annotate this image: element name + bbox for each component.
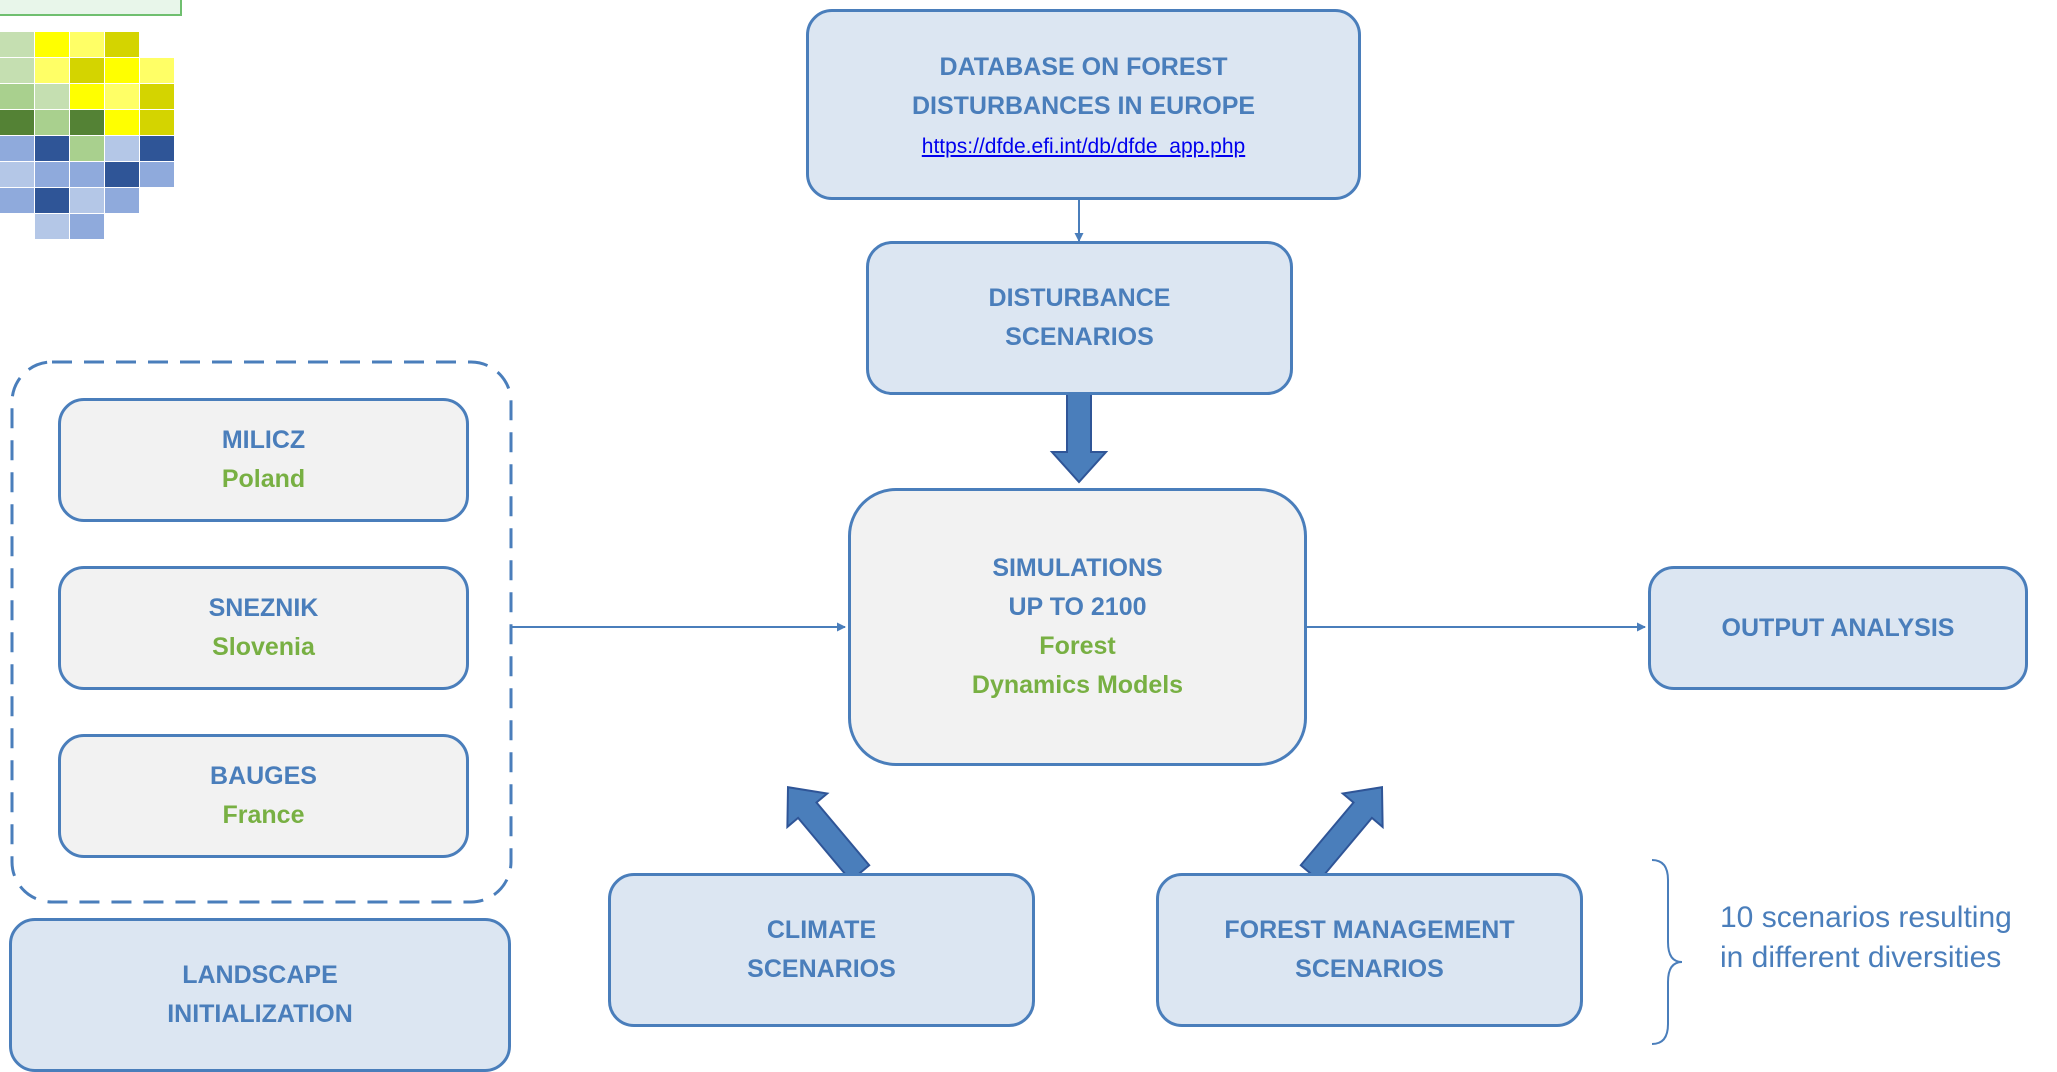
simulations-line2: UP TO 2100 xyxy=(1008,593,1147,621)
mosaic-cell xyxy=(105,136,139,161)
mosaic-cell xyxy=(105,110,139,135)
landscape-line2: INITIALIZATION xyxy=(167,1000,353,1028)
site-country: Poland xyxy=(221,465,306,493)
management-line2: SCENARIOS xyxy=(1295,955,1444,983)
management-to-simulations-arrow xyxy=(1299,786,1384,883)
mosaic-cell xyxy=(35,84,69,109)
database-url-link[interactable]: https://dfde.efi.int/db/dfde_app.php xyxy=(921,134,1246,158)
landscape-line1: LANDSCAPE xyxy=(182,961,338,989)
simulations-line4: Dynamics Models xyxy=(971,671,1184,699)
legend-box-fragment xyxy=(0,0,182,16)
site-name: SNEZNIK xyxy=(208,594,319,622)
mosaic-cell xyxy=(35,214,69,239)
mosaic-cell xyxy=(0,58,34,83)
climate-line1: CLIMATE xyxy=(766,916,877,944)
mosaic-cell xyxy=(70,110,104,135)
mosaic-cell xyxy=(35,136,69,161)
simulations-line1: SIMULATIONS xyxy=(992,554,1163,582)
climate-scenarios-box: CLIMATE SCENARIOS xyxy=(608,873,1035,1027)
mosaic-cell xyxy=(105,162,139,187)
site-box-sneznik: SNEZNIK Slovenia xyxy=(58,566,469,690)
disturbance-line2: SCENARIOS xyxy=(1005,323,1154,351)
disturbance-line1: DISTURBANCE xyxy=(988,284,1171,312)
mosaic-cell xyxy=(70,188,104,213)
mosaic-cell xyxy=(70,162,104,187)
mosaic-cell xyxy=(105,32,139,57)
management-line1: FOREST MANAGEMENT xyxy=(1224,916,1515,944)
landscape-initialization-box: LANDSCAPE INITIALIZATION xyxy=(9,918,511,1072)
output-analysis-box: OUTPUT ANALYSIS xyxy=(1648,566,2028,690)
simulations-box: SIMULATIONS UP TO 2100 Forest Dynamics M… xyxy=(848,488,1307,766)
mosaic-cell xyxy=(70,84,104,109)
mosaic-cell xyxy=(70,32,104,57)
mosaic-cell xyxy=(0,162,34,187)
mosaic-cell xyxy=(140,110,174,135)
disturbance-to-simulations-arrow xyxy=(1049,393,1109,484)
mosaic-cell xyxy=(35,162,69,187)
mosaic-cell xyxy=(0,188,34,213)
simulations-line3: Forest xyxy=(1039,632,1116,660)
scenarios-note: 10 scenarios resulting in different dive… xyxy=(1720,898,2057,978)
climate-to-simulations-arrow xyxy=(786,786,871,883)
mosaic-cell xyxy=(35,188,69,213)
database-title-line1: DATABASE ON FOREST xyxy=(939,52,1228,81)
mosaic-cell xyxy=(0,110,34,135)
mosaic-cell xyxy=(105,58,139,83)
mosaic-cell xyxy=(35,32,69,57)
mosaic-cell xyxy=(105,188,139,213)
note-line2: in different diversities xyxy=(1720,941,2002,974)
mosaic-cell xyxy=(140,58,174,83)
mosaic-cell xyxy=(0,84,34,109)
disturbance-scenarios-box: DISTURBANCE SCENARIOS xyxy=(866,241,1293,395)
mosaic-cell xyxy=(140,136,174,161)
mosaic-cell xyxy=(0,136,34,161)
mosaic-cell xyxy=(140,84,174,109)
mosaic-cell xyxy=(105,84,139,109)
forest-management-scenarios-box: FOREST MANAGEMENT SCENARIOS xyxy=(1156,873,1583,1027)
mosaic-cell xyxy=(35,58,69,83)
database-box: DATABASE ON FOREST DISTURBANCES IN EUROP… xyxy=(806,9,1361,200)
mosaic-cell xyxy=(70,214,104,239)
site-name: MILICZ xyxy=(221,426,306,454)
mosaic-cell xyxy=(140,162,174,187)
site-country: France xyxy=(222,801,305,829)
mosaic-cell xyxy=(35,110,69,135)
site-box-bauges: BAUGES France xyxy=(58,734,469,858)
mosaic-cell xyxy=(70,58,104,83)
mosaic-cell xyxy=(0,32,34,57)
scenarios-curly-brace xyxy=(1651,859,1683,1045)
note-line1: 10 scenarios resulting xyxy=(1720,901,2012,934)
climate-line2: SCENARIOS xyxy=(747,955,896,983)
site-name: BAUGES xyxy=(210,762,317,790)
output-label: OUTPUT ANALYSIS xyxy=(1721,613,1955,642)
database-title-line2: DISTURBANCES IN EUROPE xyxy=(911,91,1256,120)
site-country: Slovenia xyxy=(212,633,315,661)
site-box-milicz: MILICZ Poland xyxy=(58,398,469,522)
mosaic-cell xyxy=(70,136,104,161)
study-sites-dashed-group xyxy=(10,360,513,904)
